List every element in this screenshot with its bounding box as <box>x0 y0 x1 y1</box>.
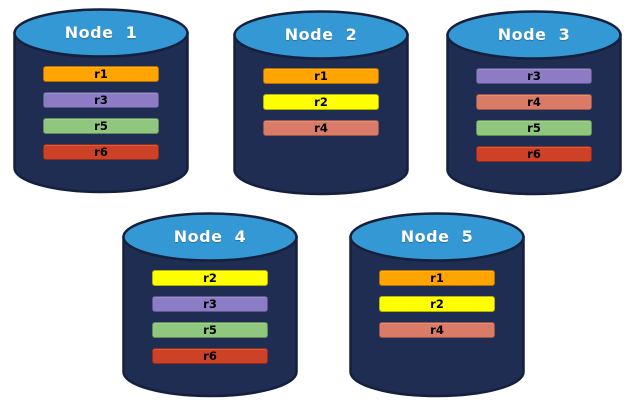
replica-bar: r3 <box>152 296 268 312</box>
replica-bar: r6 <box>152 348 268 364</box>
replica-bar: r5 <box>476 120 592 136</box>
replica-bar: r2 <box>379 296 495 312</box>
replica-bar: r2 <box>263 94 379 110</box>
node-label: Node 5 <box>400 227 474 246</box>
replica-list: r1 r2 r4 <box>349 270 525 338</box>
replica-bar: r1 <box>263 68 379 84</box>
replica-bar: r6 <box>43 144 159 160</box>
replica-bar: r4 <box>263 120 379 136</box>
db-node: Node 1 r1 r3 r5 r6 <box>13 8 189 194</box>
db-node: Node 5 r1 r2 r4 <box>349 212 525 398</box>
replica-list: r2 r3 r5 r6 <box>122 270 298 364</box>
replica-bar: r2 <box>152 270 268 286</box>
replica-bar: r1 <box>43 66 159 82</box>
db-node: Node 2 r1 r2 r4 <box>233 10 409 196</box>
node-label: Node 1 <box>64 23 138 42</box>
node-label: Node 2 <box>284 25 358 44</box>
replica-list: r1 r2 r4 <box>233 68 409 136</box>
replica-bar: r3 <box>43 92 159 108</box>
replica-bar: r4 <box>379 322 495 338</box>
replica-bar: r5 <box>43 118 159 134</box>
node-label: Node 3 <box>497 25 571 44</box>
replica-list: r3 r4 r5 r6 <box>446 68 622 162</box>
replica-bar: r5 <box>152 322 268 338</box>
replica-bar: r6 <box>476 146 592 162</box>
db-node: Node 3 r3 r4 r5 r6 <box>446 10 622 196</box>
node-label: Node 4 <box>173 227 247 246</box>
db-node: Node 4 r2 r3 r5 r6 <box>122 212 298 398</box>
replica-bar: r3 <box>476 68 592 84</box>
replica-bar: r4 <box>476 94 592 110</box>
replica-bar: r1 <box>379 270 495 286</box>
replica-list: r1 r3 r5 r6 <box>13 66 189 160</box>
